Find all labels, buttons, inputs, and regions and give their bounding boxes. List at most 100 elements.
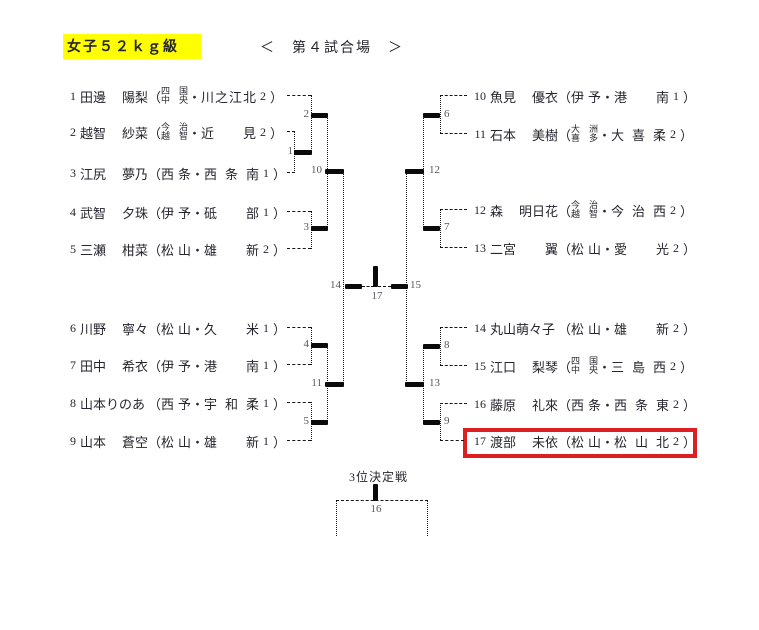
weight-class-title: 女子５２ｋｇ級 <box>63 34 201 59</box>
paren-open: （ <box>148 125 162 141</box>
connector-m15 <box>406 171 407 385</box>
paren-close: ） <box>680 203 694 219</box>
player-name: 石本美樹 <box>490 125 558 144</box>
seed-number: 1 <box>70 88 76 103</box>
match-label-12: 12 <box>429 164 440 176</box>
school-label: 愛光 <box>614 241 669 257</box>
match-label-1: 1 <box>287 145 294 157</box>
player-name: 山本りのあ <box>80 394 148 413</box>
family-name: 藤原 <box>490 397 517 413</box>
grade-label: 1 <box>263 204 269 219</box>
connector-m6 <box>440 95 441 133</box>
family-name: 田中 <box>80 358 107 374</box>
school-label: 今治西 <box>611 203 666 219</box>
winner-bar-m12 <box>405 169 424 174</box>
stub-line-p15 <box>440 365 467 366</box>
match-label-15: 15 <box>410 279 421 291</box>
paren-open: （ <box>558 89 572 105</box>
paren-close: ） <box>273 242 287 258</box>
stub-line-p13 <box>440 247 467 248</box>
school-label: 雄新 <box>204 434 259 450</box>
separator-dot: ・ <box>191 434 205 450</box>
paren-open: （ <box>558 241 572 257</box>
winner-bar-m13 <box>405 382 424 387</box>
player-name: 森明日花 <box>490 201 558 220</box>
family-name: 越智 <box>80 125 107 141</box>
paren-open: （ <box>148 396 162 412</box>
match-label-13: 13 <box>429 377 440 389</box>
given-name: 陽梨 <box>121 89 148 105</box>
grade-label: 2 <box>670 202 676 217</box>
final-line-left <box>362 286 374 287</box>
family-name: 渡部 <box>490 434 517 450</box>
district-label: 四国中央 <box>161 85 188 105</box>
family-name: 森 <box>490 203 504 219</box>
player-name: 田中希衣 <box>80 356 148 375</box>
paren-close: ） <box>273 396 287 412</box>
district-label: 松山 <box>161 434 191 450</box>
separator-dot: ・ <box>191 205 205 221</box>
paren-close: ） <box>683 434 697 450</box>
match-label-9: 9 <box>444 415 450 427</box>
school-label: 三島西 <box>611 359 666 375</box>
player-name: 丸山萌々子 <box>490 319 558 338</box>
given-name: 夢乃 <box>121 166 148 182</box>
school-label: 川之江北 <box>201 89 256 105</box>
seed-number: 4 <box>70 204 76 219</box>
winner-bar-m15 <box>391 284 408 289</box>
district-label: 松山 <box>571 241 601 257</box>
separator-dot: ・ <box>191 396 205 412</box>
given-name: 紗菜 <box>121 125 148 141</box>
paren-open: （ <box>558 359 572 375</box>
third-place-left-leg <box>336 501 337 536</box>
seed-number: 8 <box>70 395 76 410</box>
third-place-top-line <box>336 500 428 501</box>
given-name: 寧々 <box>121 321 148 337</box>
player-name: 川野寧々 <box>80 319 148 338</box>
winner-bar-m7 <box>423 226 440 231</box>
paren-close: ） <box>683 321 697 337</box>
third-place-label: 3位決定戦 <box>349 470 409 484</box>
winner-bar-m6 <box>423 113 440 118</box>
family-name: 石本 <box>490 127 517 143</box>
school-label: 雄新 <box>204 242 259 258</box>
seed-number: 12 <box>474 202 486 217</box>
family-name: 三瀬 <box>80 242 107 258</box>
grade-label: 2 <box>673 396 679 411</box>
grade-label: 2 <box>263 241 269 256</box>
paren-close: ） <box>680 127 694 143</box>
grade-label: 2 <box>670 358 676 373</box>
grade-label: 1 <box>263 320 269 335</box>
venue-label: ＜ 第４試合場 ＞ <box>260 41 404 56</box>
given-name: 未依 <box>531 434 558 450</box>
stub-line-p10 <box>440 95 467 96</box>
player-name: 藤原礼來 <box>490 395 558 414</box>
district-label: 大洲喜多 <box>571 123 598 143</box>
paren-open: （ <box>558 321 572 337</box>
family-name: 魚見 <box>490 89 517 105</box>
given-name: 優衣 <box>531 89 558 105</box>
separator-dot: ・ <box>601 241 615 257</box>
paren-close: ） <box>683 89 697 105</box>
stub-line-p2 <box>287 131 295 132</box>
third-place-right-leg <box>427 501 428 536</box>
school-label: 港南 <box>614 89 669 105</box>
connector-m8 <box>440 327 441 365</box>
family-name: 山本りのあ <box>80 396 146 412</box>
paren-close: ） <box>270 125 284 141</box>
grade-label: 1 <box>673 88 679 103</box>
grade-label: 2 <box>673 433 679 448</box>
seed-number: 16 <box>474 396 486 411</box>
grade-label: 1 <box>263 165 269 180</box>
district-label: 伊予 <box>161 358 191 374</box>
player-name: 三瀬柑菜 <box>80 240 148 259</box>
winner-bar-m1 <box>294 150 312 155</box>
paren-open: （ <box>148 242 162 258</box>
stub-line-p3 <box>287 172 295 173</box>
grade-label: 1 <box>263 395 269 410</box>
